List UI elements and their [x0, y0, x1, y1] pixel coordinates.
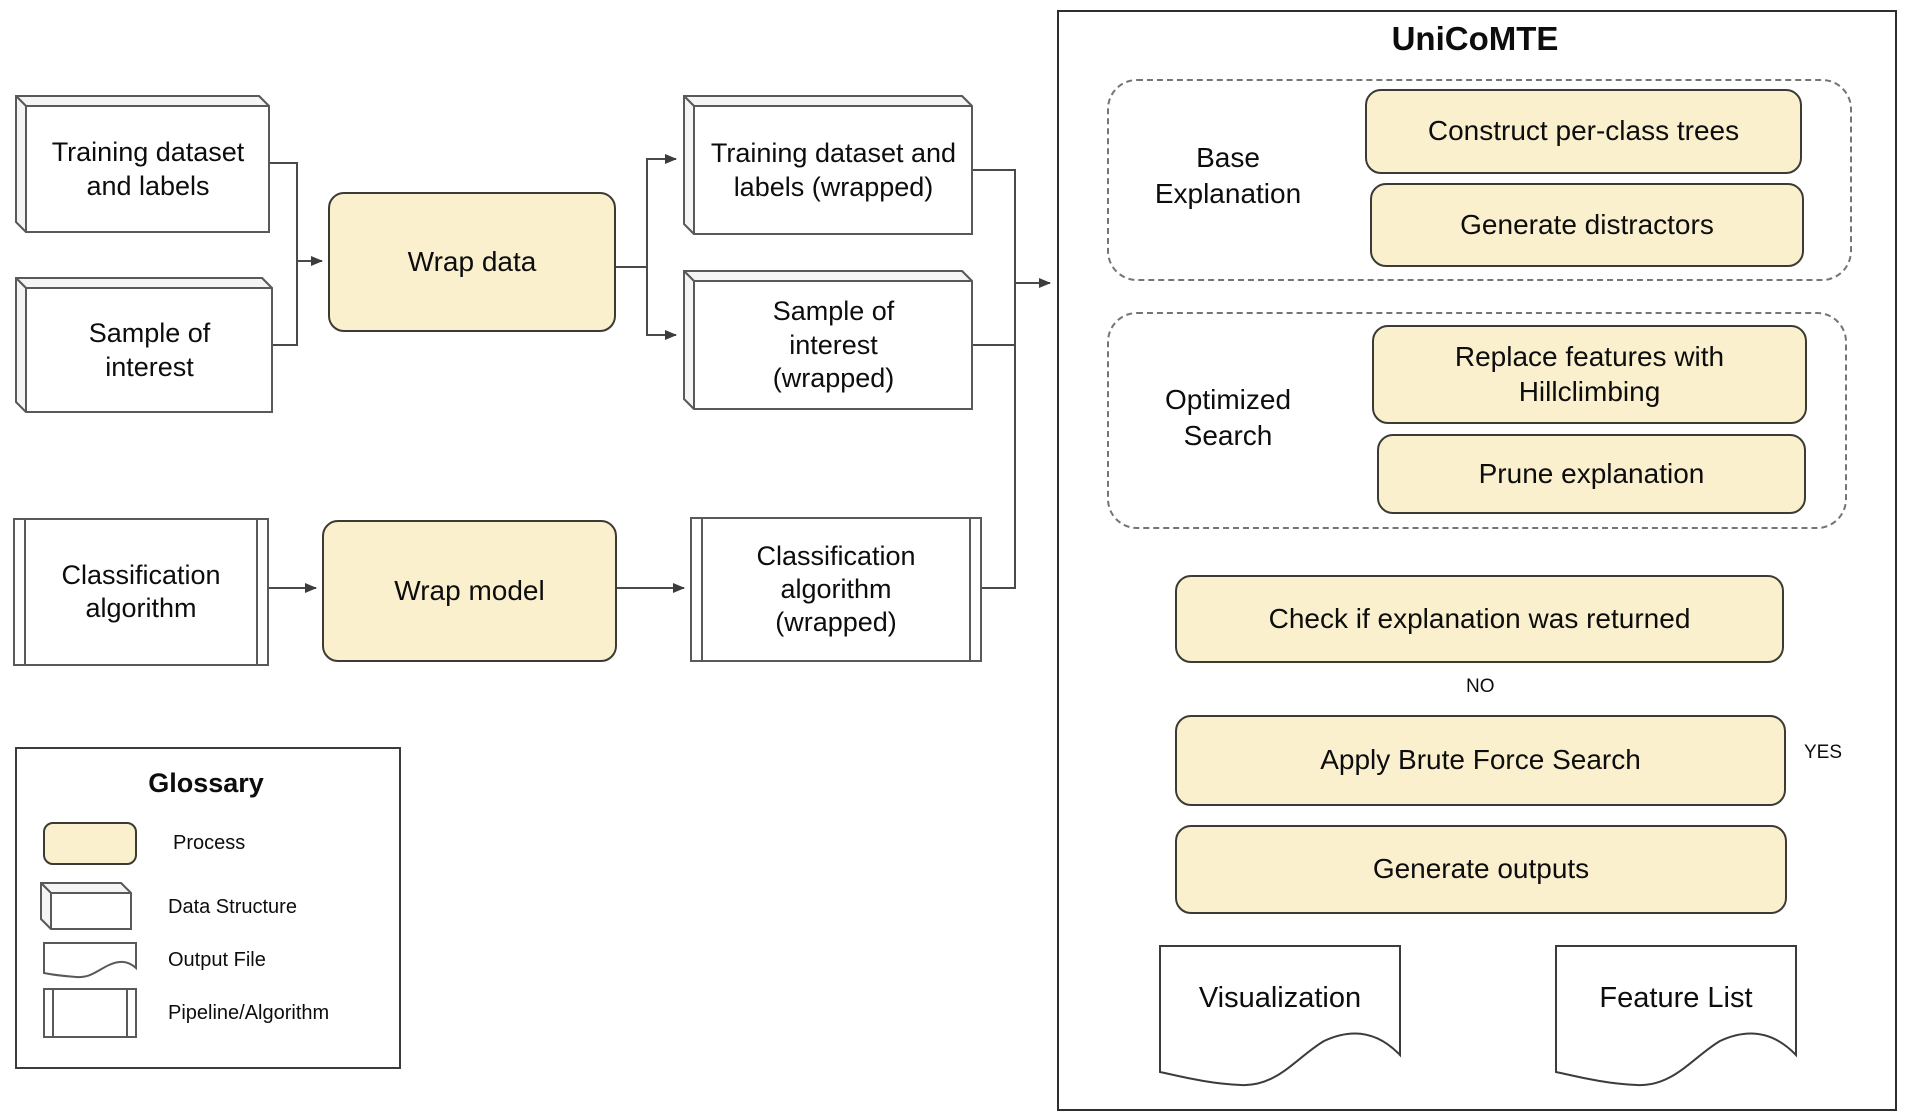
classification-algorithm-label: Classification algorithm — [61, 560, 221, 623]
pipeline-bar-icon — [52, 990, 54, 1036]
feature-list-output-file: Feature List — [1555, 945, 1797, 1087]
cube-shape — [683, 95, 973, 235]
generate-outputs-step: Generate outputs — [1175, 825, 1787, 914]
check-explanation-step: Check if explanation was returned — [1175, 575, 1784, 663]
visualization-output-file: Visualization — [1159, 945, 1401, 1087]
visualization-label: Visualization — [1198, 981, 1362, 1014]
replace-features-step: Replace features with Hillclimbing — [1372, 325, 1807, 424]
optimized-search-label: Optimized Search — [1164, 384, 1292, 452]
training-wrapped-box: Training dataset and labels (wrapped) — [683, 95, 973, 235]
cube-shape — [40, 882, 132, 930]
glossary-process-swatch — [43, 822, 137, 865]
sample-wrapped-box: Sample of interest (wrapped) — [683, 270, 973, 410]
generate-outputs-label: Generate outputs — [1372, 853, 1590, 885]
replace-features-label: Replace features with Hillclimbing — [1454, 341, 1725, 407]
pipeline-bar-icon — [701, 519, 703, 660]
pipeline-bar-icon — [969, 519, 971, 660]
unicomte-title: UniCoMTE — [1391, 20, 1559, 57]
construct-per-class-trees-step: Construct per-class trees — [1365, 89, 1802, 174]
sample-of-interest-box: Sample of interest — [15, 277, 273, 413]
pipeline-bar-icon — [256, 520, 258, 664]
base-explanation-group — [1107, 79, 1852, 281]
cube-shape — [15, 95, 270, 233]
glossary-pipeline-label: Pipeline/Algorithm — [168, 1002, 330, 1024]
wrap-model-process: Wrap model — [322, 520, 617, 662]
glossary-pipeline-swatch — [43, 988, 137, 1038]
glossary-output-file-label: Output File — [168, 949, 266, 971]
glossary-title: Glossary — [148, 768, 264, 798]
training-dataset-box: Training dataset and labels — [15, 95, 270, 233]
wrap-data-process: Wrap data — [328, 192, 616, 332]
cube-shape — [15, 277, 273, 413]
base-explanation-label: Base Explanation — [1154, 142, 1302, 210]
output-file-shape — [43, 942, 137, 979]
no-edge-label: NO — [1462, 676, 1499, 698]
classification-algorithm-box: Classification algorithm — [13, 518, 269, 666]
training-wrapped-label: Training dataset and labels (wrapped) — [710, 137, 957, 202]
generate-distractors-label: Generate distractors — [1460, 208, 1714, 240]
classification-wrapped-box: Classification algorithm (wrapped) — [690, 517, 982, 662]
output-file-shape — [1555, 945, 1797, 1087]
brute-force-label: Apply Brute Force Search — [1320, 744, 1641, 776]
output-file-shape — [1159, 945, 1401, 1087]
pipeline-bar-icon — [24, 520, 26, 664]
sample-of-interest-label: Sample of interest — [88, 317, 211, 382]
glossary-data-structure-label: Data Structure — [168, 896, 297, 918]
generate-distractors-step: Generate distractors — [1370, 183, 1804, 267]
prune-explanation-label: Prune explanation — [1478, 457, 1705, 489]
feature-list-label: Feature List — [1599, 981, 1753, 1014]
glossary-data-structure-swatch — [40, 882, 132, 930]
wrap-model-label: Wrap model — [394, 574, 545, 606]
construct-per-class-trees-label: Construct per-class trees — [1427, 115, 1740, 147]
cube-shape — [683, 270, 973, 410]
wrap-data-label: Wrap data — [407, 245, 537, 277]
optimized-search-group — [1107, 312, 1847, 529]
prune-explanation-step: Prune explanation — [1377, 434, 1806, 514]
classification-wrapped-label: Classification algorithm (wrapped) — [756, 541, 916, 637]
training-dataset-label: Training dataset and labels — [51, 136, 245, 201]
sample-wrapped-label: Sample of interest (wrapped) — [772, 295, 895, 394]
glossary-process-label: Process — [173, 832, 246, 854]
glossary-output-file-swatch — [43, 942, 137, 980]
brute-force-step: Apply Brute Force Search — [1175, 715, 1786, 806]
pipeline-bar-icon — [126, 990, 128, 1036]
yes-edge-label: YES — [1800, 742, 1847, 764]
check-explanation-label: Check if explanation was returned — [1268, 602, 1691, 634]
